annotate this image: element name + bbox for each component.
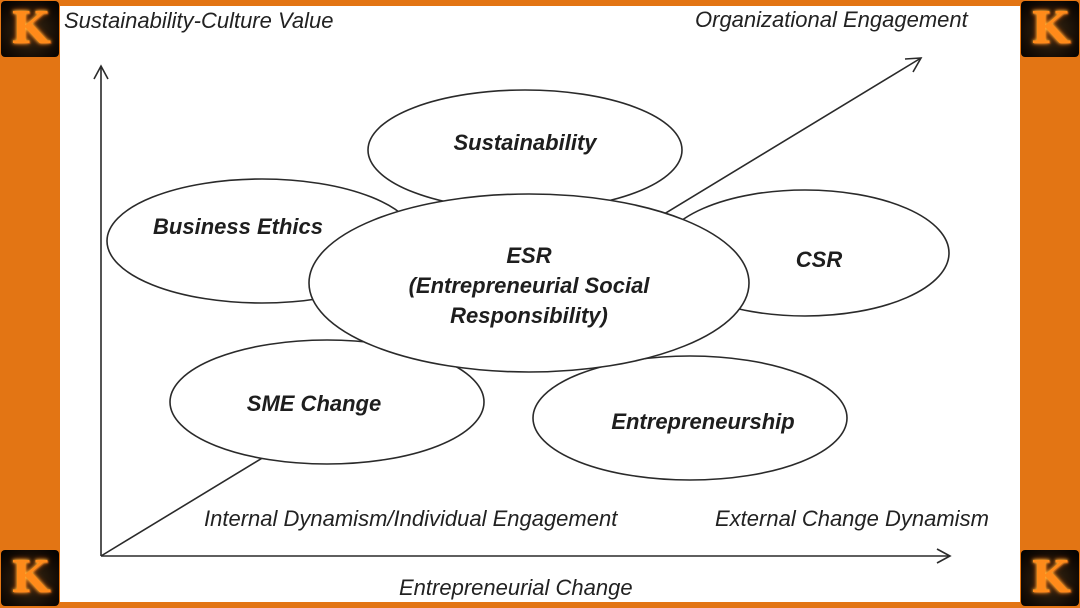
node-sustainability: Sustainability <box>453 130 597 155</box>
flaming-k-logo-bottom-right: K <box>1021 550 1079 606</box>
node-entrepreneurship: Entrepreneurship <box>611 409 795 434</box>
flaming-k-logo-top-left: K <box>1 1 59 57</box>
x-axis-right-label: External Change Dynamism <box>715 506 989 531</box>
flaming-k-logo-top-right: K <box>1021 1 1079 57</box>
node-esr-line3: Responsibility) <box>450 303 608 328</box>
flaming-k-logo-bottom-left: K <box>1 550 59 606</box>
node-esr-line2: (Entrepreneurial Social <box>408 273 650 298</box>
diagonal-axis-label: Organizational Engagement <box>695 7 968 32</box>
esr-center-ellipse <box>308 193 750 373</box>
x-axis-label: Entrepreneurial Change <box>399 575 633 600</box>
x-axis-arrowhead <box>936 548 952 564</box>
y-axis-label: Sustainability-Culture Value <box>64 8 334 33</box>
y-axis-arrowhead <box>93 64 109 80</box>
node-csr: CSR <box>795 247 843 272</box>
node-esr: ESR (Entrepreneurial Social Responsibili… <box>379 241 679 331</box>
node-business-ethics: Business Ethics <box>153 214 323 239</box>
diagonal-axis-arrowhead <box>904 57 923 73</box>
node-sme-change: SME Change <box>246 391 382 416</box>
entrepreneurship-ellipse <box>532 355 848 481</box>
sme-change-ellipse <box>169 339 485 465</box>
node-esr-line1: ESR <box>506 243 552 268</box>
x-axis-left-label: Internal Dynamism/Individual Engagement <box>204 506 618 531</box>
